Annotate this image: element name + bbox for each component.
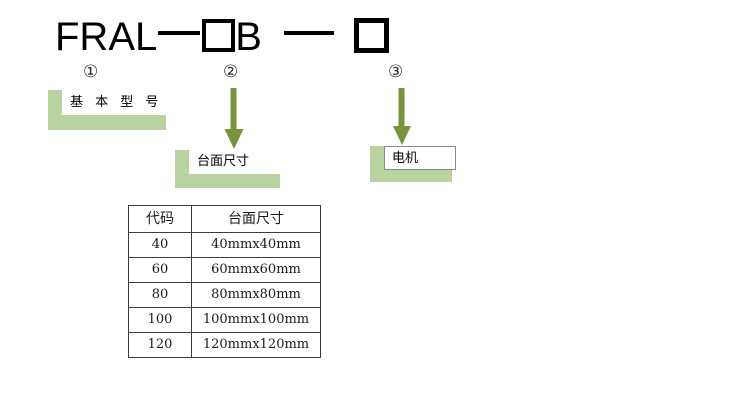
table-header-code: 代码 xyxy=(128,205,192,233)
table-cell-code: 120 xyxy=(128,332,192,358)
callout-white-plate-2 xyxy=(189,150,280,174)
marker-2-circled-number: ② xyxy=(223,62,239,82)
table-row: 60 60mmx60mm xyxy=(128,257,321,283)
callout-label-basic-model: 基 本 型 号 xyxy=(70,95,163,110)
down-arrow-icon-2 xyxy=(390,88,414,151)
model-code-dash-1 xyxy=(158,30,201,35)
callout-white-plate-1 xyxy=(62,90,166,115)
model-code-dash-2 xyxy=(283,30,334,35)
table-cell-code: 100 xyxy=(128,307,192,333)
callout-white-plate-3 xyxy=(384,146,456,170)
table-row: 80 80mmx80mm xyxy=(128,282,321,308)
model-code-placeholder-square-2 xyxy=(353,18,389,53)
callout-table-size: 台面尺寸 xyxy=(175,150,280,188)
down-arrow-icon-1 xyxy=(222,88,246,155)
table-row: 40 40mmx40mm xyxy=(128,232,321,258)
table-cell-size: 120mmx120mm xyxy=(191,332,321,358)
table-cell-code: 80 xyxy=(128,282,192,308)
model-code-prefix: FRAL xyxy=(55,15,158,59)
callout-basic-model: 基 本 型 号 xyxy=(48,90,166,130)
callout-label-table-size: 台面尺寸 xyxy=(197,154,250,169)
model-code-suffix-letter: B xyxy=(235,15,262,59)
table-size-spec-table: 代码 台面尺寸 40 40mmx40mm 60 60mmx60mm 80 80m… xyxy=(128,205,321,358)
callout-label-motor: 电机 xyxy=(392,151,419,166)
table-row: 120 120mmx120mm xyxy=(128,332,321,358)
table-header-row: 代码 台面尺寸 xyxy=(128,205,321,233)
table-cell-size: 80mmx80mm xyxy=(191,282,321,308)
table-cell-size: 40mmx40mm xyxy=(191,232,321,258)
marker-3-circled-number: ③ xyxy=(388,62,404,82)
table-row: 100 100mmx100mm xyxy=(128,307,321,333)
model-code-placeholder-square-1 xyxy=(202,19,236,52)
table-cell-size: 60mmx60mm xyxy=(191,257,321,283)
model-code-line: FRAL B xyxy=(55,12,389,62)
marker-1-circled-number: ① xyxy=(83,62,99,82)
callout-motor: 电机 xyxy=(370,146,456,182)
table-cell-code: 60 xyxy=(128,257,192,283)
table-cell-size: 100mmx100mm xyxy=(191,307,321,333)
table-cell-code: 40 xyxy=(128,232,192,258)
table-header-size: 台面尺寸 xyxy=(191,205,321,233)
